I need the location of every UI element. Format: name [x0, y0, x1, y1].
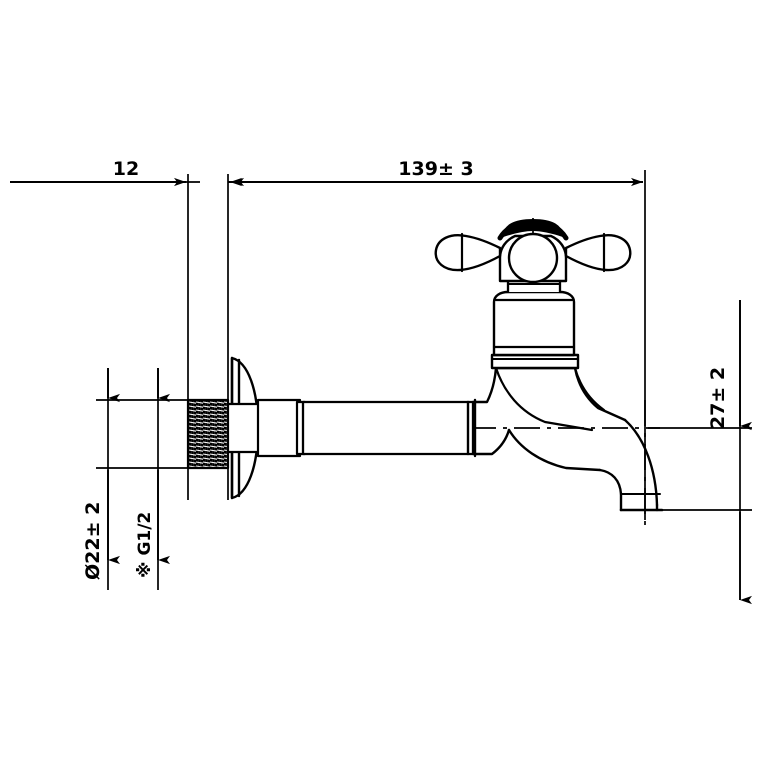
dimension-label-d22: Ø22± 2 [82, 502, 104, 580]
inlet-tube [226, 398, 477, 458]
dimension-label-g12: ※ G1/2 [135, 512, 155, 578]
inlet-thread-shank [186, 398, 230, 470]
dimension-label-12: 12 [113, 158, 139, 180]
dimension-lines [10, 177, 752, 605]
downturn-spout [598, 418, 664, 512]
cross-handle [434, 219, 632, 284]
extension-lines [10, 170, 752, 590]
dimension-label-27: 27± 2 [707, 367, 729, 429]
dimension-label-139: 139± 3 [398, 158, 473, 180]
bonnet-nut [490, 279, 580, 370]
faucet-body [471, 366, 627, 472]
dimension-labels: 12 139± 3 27± 2 Ø22± 2 ※ G1/2 [82, 158, 729, 580]
faucet-assembly [186, 219, 664, 512]
